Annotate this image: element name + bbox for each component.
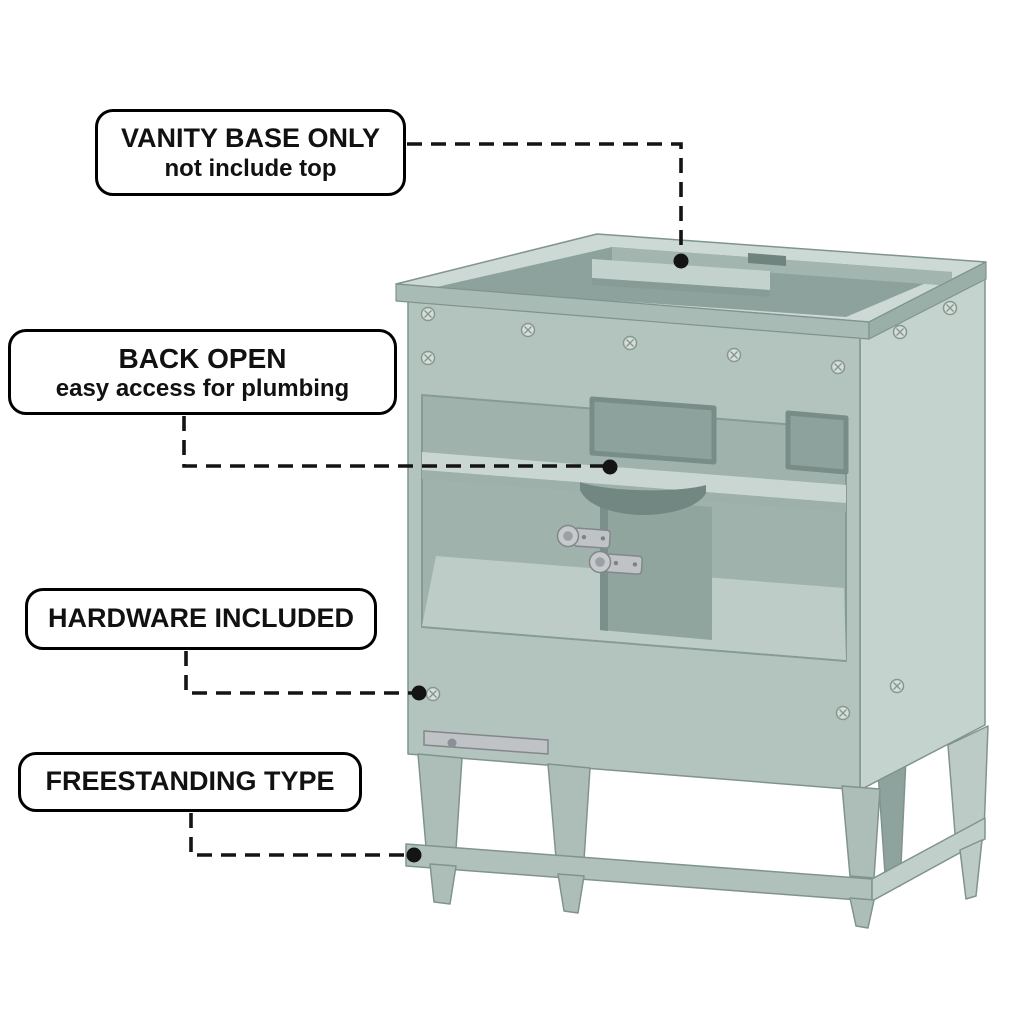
drawer-slide [423,730,549,755]
plumbing-notch [580,482,706,515]
leader-lines [182,142,683,857]
foot [959,839,983,900]
screw-icon [726,347,742,363]
top-cross-rail [592,259,770,290]
screw-icon [425,686,441,702]
callout-freestanding-type: FREESTANDING TYPE [18,752,362,812]
cabinet-side-panel [859,275,986,791]
screw-icon [420,350,436,366]
callout-line1: BACK OPEN [118,342,287,374]
callout-line1: VANITY BASE ONLY [120,122,381,153]
callout-line2: not include top [164,154,337,182]
leader-dot [673,253,689,269]
base-rail-front [405,843,873,902]
screw-icon [420,306,436,322]
cabinet-interior [421,394,849,662]
leader-line-hardware [184,651,413,695]
bottom-rail-hardware [423,686,851,755]
screw-icon [835,705,851,721]
interior-frame [785,410,849,475]
screw-icon [830,359,846,375]
leader-line-vanity-base [407,142,683,252]
screw-icon [889,678,905,694]
callout-line1: FREESTANDING TYPE [45,766,335,797]
screw-icon [622,335,638,351]
screw-icon [942,300,958,316]
callout-line2: easy access for plumbing [55,374,350,402]
leader-dots [406,253,689,863]
callout-line1: HARDWARE INCLUDED [48,603,354,634]
interior-divider [600,498,712,640]
interior-frame [589,396,717,465]
cabinet-legs [405,725,989,929]
leader-line-freestanding [189,813,408,857]
screw-icon [892,324,908,340]
callout-hardware-included: HARDWARE INCLUDED [25,588,377,650]
foot [429,863,457,905]
leader-dot [406,847,422,863]
callout-vanity-base-only: VANITY BASE ONLY not include top [95,109,406,196]
cabinet-top-rim [395,233,987,340]
foot [849,897,875,929]
base-rail-side [871,817,986,902]
callout-back-open: BACK OPEN easy access for plumbing [8,329,397,415]
leader-dot [411,685,427,701]
leader-dot [602,459,618,475]
leader-line-back-open [182,416,604,468]
screw-icon [520,322,536,338]
foot [557,873,585,914]
